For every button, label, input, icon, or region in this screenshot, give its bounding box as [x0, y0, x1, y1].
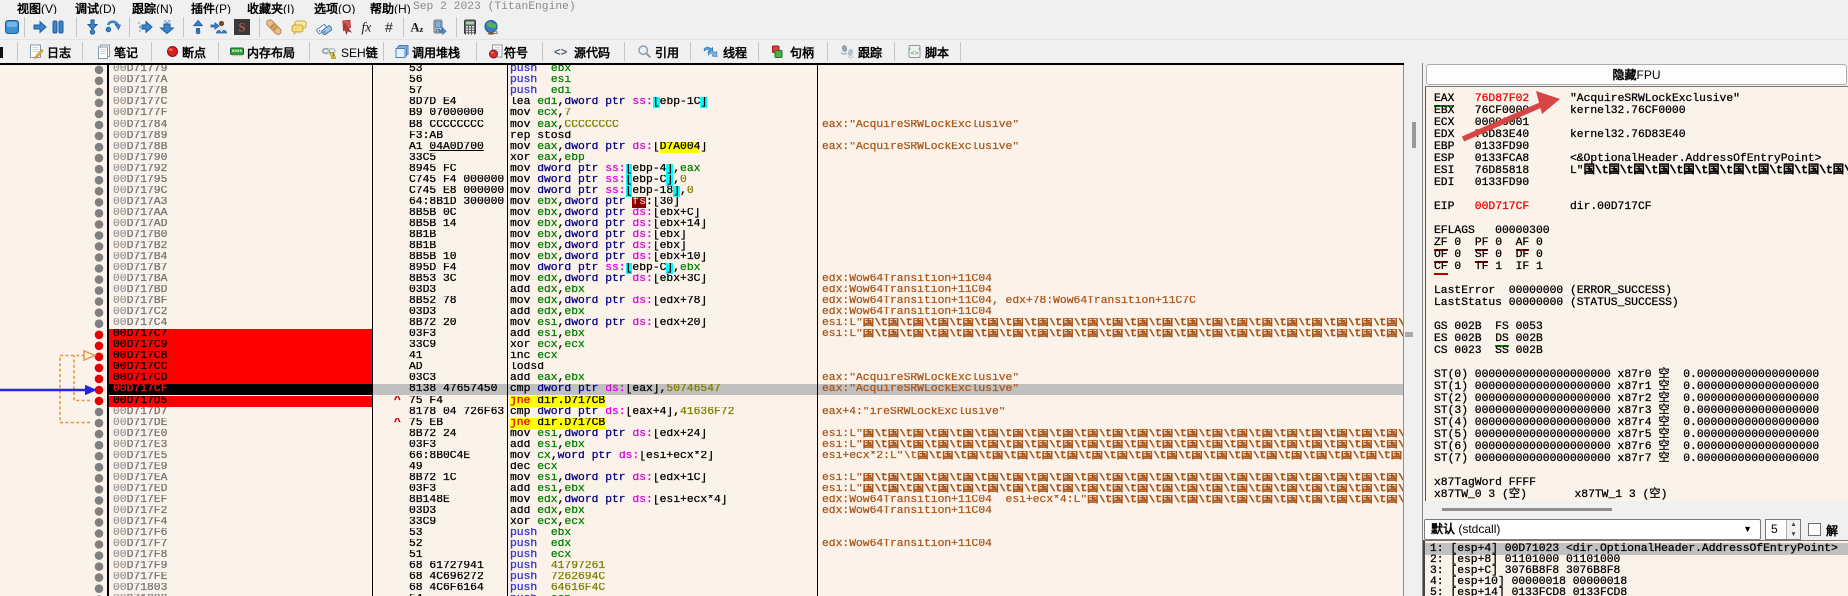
svg-text:A: A	[411, 21, 420, 35]
svg-text:z: z	[420, 24, 424, 34]
svg-text:<>: <>	[911, 50, 919, 57]
svg-text:fx: fx	[362, 20, 372, 35]
svg-text:<>: <>	[554, 48, 568, 60]
svg-text:!: !	[332, 54, 334, 59]
svg-text:#: #	[385, 19, 393, 35]
svg-text:S: S	[238, 20, 245, 35]
